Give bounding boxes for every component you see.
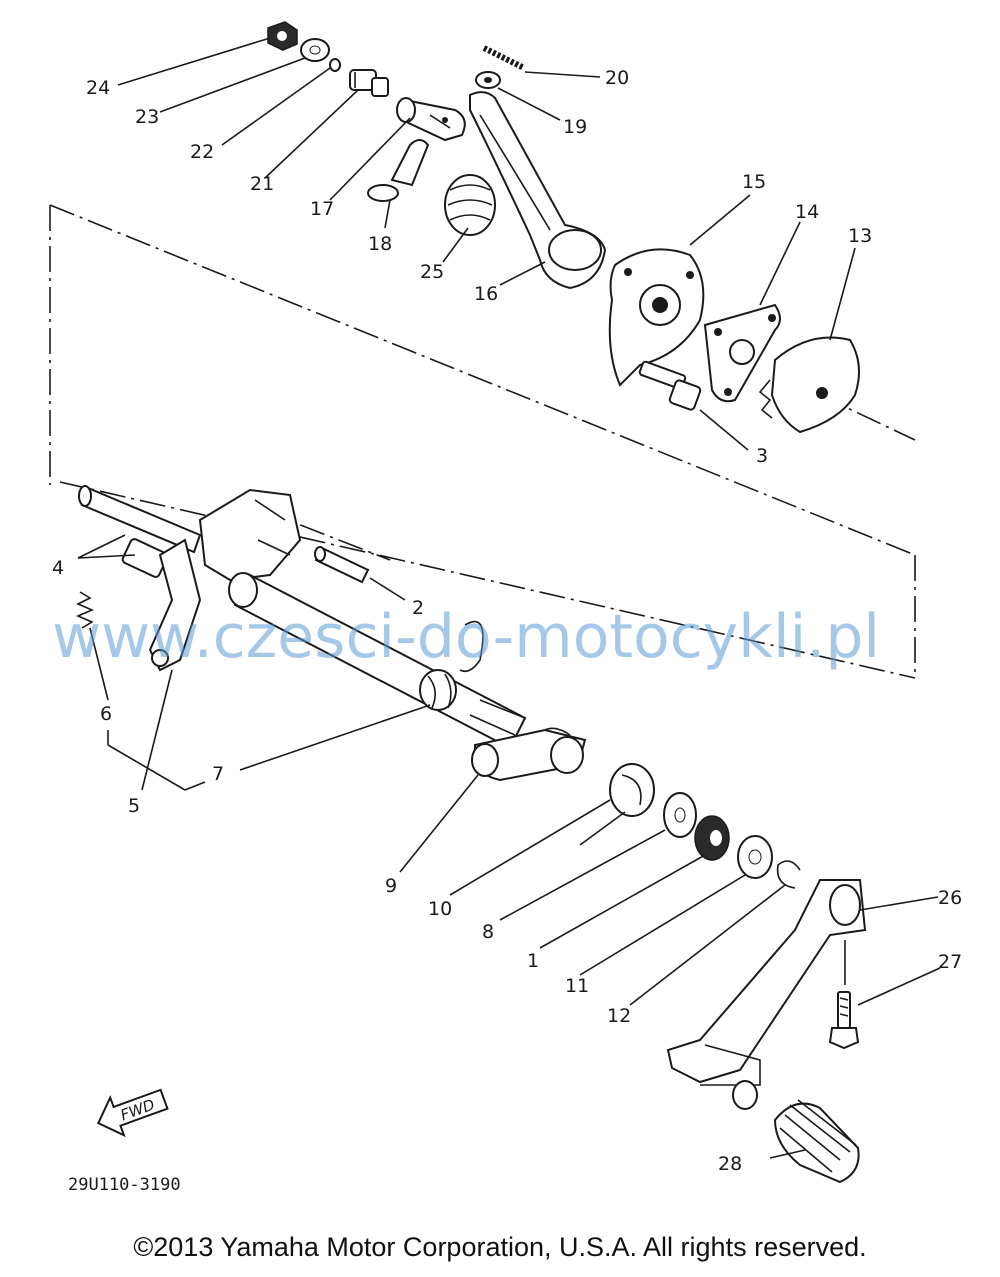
callout-15: 15 [742,171,766,193]
o-ring-22 [329,58,341,72]
callout-28: 28 [718,1153,742,1175]
clip-19 [475,71,501,89]
holder-14 [703,303,781,403]
callout-20: 20 [605,67,629,89]
lower-assembly [471,727,867,1184]
lever-9 [471,727,587,782]
callout-22: 22 [190,141,214,163]
watermark-text: www.czesci-do-motocykli.pl [52,602,880,672]
spring-10 [579,763,655,846]
shaft-assembly [75,485,527,750]
callout-13: 13 [848,225,872,247]
callout-14: 14 [795,201,819,223]
callout-12: 12 [607,1005,631,1027]
callout-6: 6 [100,703,112,725]
fwd-arrow-icon: FWD [96,1088,169,1138]
callout-17: 17 [310,198,334,220]
segment-13 [758,336,860,434]
shaft-7 [228,572,527,750]
bolt-3 [638,360,702,411]
nut-24 [267,21,298,51]
collar-1 [694,815,730,861]
shift-lever-body [148,488,302,672]
pin-21 [349,69,389,97]
callout-25: 25 [420,261,444,283]
spring-6 [75,591,95,629]
leader-lines [77,37,941,1159]
spring-25 [444,174,496,236]
washer-11 [737,835,773,879]
shift-arm-16 [469,91,607,290]
upper-assembly [267,21,860,434]
callout-7: 7 [212,763,224,785]
callout-3: 3 [756,445,768,467]
pin-18 [367,139,430,202]
copyright-notice: ©2013 Yamaha Motor Corporation, U.S.A. A… [133,1232,867,1262]
callout-5: 5 [128,795,140,817]
callout-16: 16 [474,283,498,305]
callout-24: 24 [86,77,110,99]
pin-2 [314,546,370,584]
circlip-12 [776,860,801,889]
bolt-27 [828,991,860,1050]
callout-1: 1 [527,950,539,972]
callout-19: 19 [563,116,587,138]
joint-17 [396,97,466,142]
callout-2: 2 [412,597,424,619]
callout-18: 18 [368,233,392,255]
callout-10: 10 [428,898,452,920]
callout-27: 27 [938,951,962,973]
shift-pedal-26 [666,879,867,1110]
callout-labels: 24 23 22 21 17 18 25 16 20 19 15 14 13 3… [52,67,962,1175]
callout-9: 9 [385,875,397,897]
callout-26: 26 [938,887,962,909]
bolt-20 [482,45,526,71]
callout-8: 8 [482,921,494,943]
callout-21: 21 [250,173,274,195]
washer-8 [663,792,697,838]
washer-23 [300,38,330,62]
rubber-28 [773,1099,860,1184]
callout-11: 11 [565,975,589,997]
diagram-code: 29U110-3190 [68,1175,181,1195]
plate-15 [608,248,705,387]
callout-4: 4 [52,557,64,579]
callout-23: 23 [135,106,159,128]
